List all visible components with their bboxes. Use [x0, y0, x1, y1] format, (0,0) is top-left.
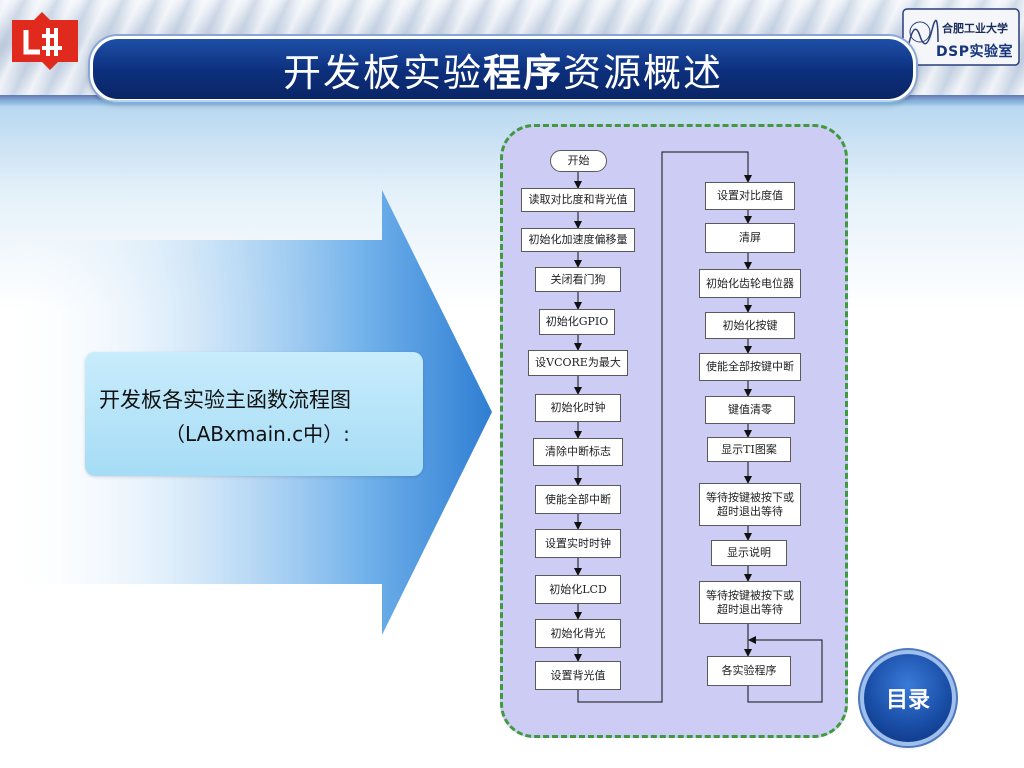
flow-node-init-accel: 初始化加速度偏移量 — [521, 228, 635, 252]
flow-node-init-gpio: 初始化GPIO — [539, 309, 615, 335]
flow-node-enable-button-int: 使能全部按键中断 — [699, 353, 801, 381]
flow-node-clear-key: 键值清零 — [705, 396, 795, 424]
flow-node-start: 开始 — [550, 150, 607, 172]
flow-node-init-clock: 初始化时钟 — [535, 394, 621, 422]
menu-button-label: 目录 — [885, 688, 930, 713]
caption-line2: （LABxmain.c中）: — [165, 422, 350, 446]
flow-node-init-buttons: 初始化按键 — [705, 312, 795, 339]
flow-node-init-backlight: 初始化背光 — [535, 619, 621, 648]
logo-right-line1: 合肥工业大学 — [942, 22, 1008, 35]
flow-node-show-ti: 显示TI图案 — [707, 437, 791, 462]
university-logo-icon — [6, 6, 86, 76]
flow-node-watchdog: 关闭看门狗 — [535, 267, 621, 292]
dsp-lab-logo: 合肥工业大学 DSP实验室 — [902, 8, 1020, 66]
title-bar: 开发板实验程序资源概述 — [90, 36, 916, 102]
flow-node-enable-int: 使能全部中断 — [535, 485, 621, 514]
flow-node-wait-key-2: 等待按键被按下或 超时退出等待 — [699, 581, 801, 624]
flow-node-wait-key-1: 等待按键被按下或 超时退出等待 — [699, 483, 801, 526]
flow-node-set-contrast: 设置对比度值 — [705, 182, 795, 210]
page-title: 开发板实验程序资源概述 — [282, 49, 724, 95]
caption-line1: 开发板各实验主函数流程图 — [99, 388, 351, 412]
flow-node-show-help: 显示说明 — [711, 540, 787, 566]
flow-node-experiments: 各实验程序 — [707, 656, 791, 686]
flow-node-read-contrast: 读取对比度和背光值 — [521, 188, 635, 212]
flow-node-set-backlight: 设置背光值 — [535, 661, 621, 690]
menu-button[interactable]: 目录 — [864, 654, 952, 742]
flow-node-set-rtc: 设置实时时钟 — [535, 529, 621, 558]
logo-right-line2: DSP实验室 — [936, 44, 1013, 60]
flow-node-clear-int: 清除中断标志 — [533, 438, 623, 466]
flowchart-caption-box: 开发板各实验主函数流程图 （LABxmain.c中）: — [85, 352, 423, 476]
flow-node-init-lcd: 初始化LCD — [535, 575, 621, 604]
flow-node-init-wheel: 初始化齿轮电位器 — [699, 269, 801, 298]
flow-node-vcore: 设VCORE为最大 — [528, 350, 628, 376]
flow-node-clear-screen: 清屏 — [705, 223, 795, 253]
